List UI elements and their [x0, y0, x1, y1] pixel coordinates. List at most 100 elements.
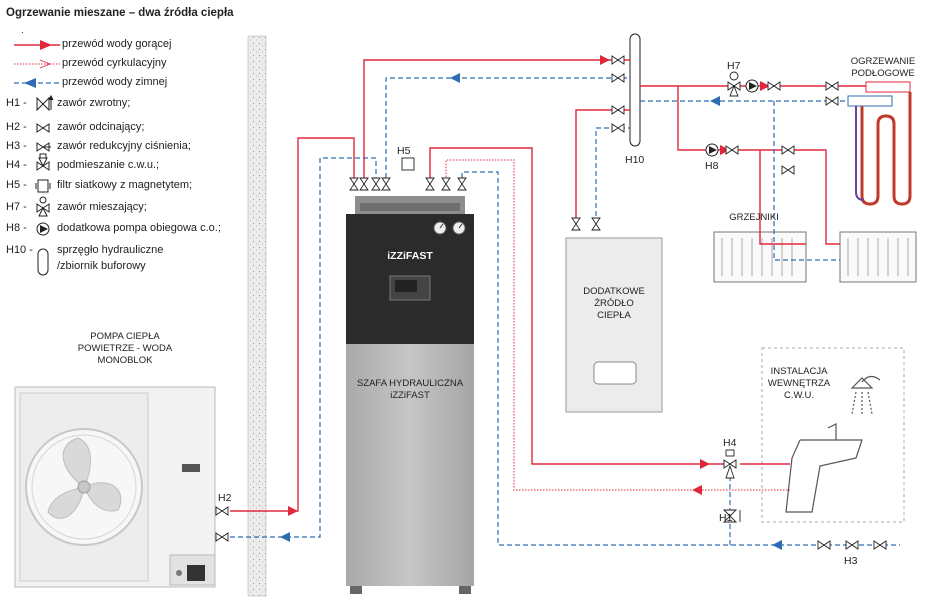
cabinet-label-2: iZZiFAST	[390, 390, 430, 401]
floor-heating-label-1: OGRZEWANIE	[850, 56, 916, 67]
shutoff-valve-h2-supply	[215, 506, 229, 516]
shutoff-valve-rad-b	[781, 145, 795, 155]
legend-cold-label: przewód wody zimnej	[62, 76, 168, 88]
radiator-left	[713, 231, 807, 283]
legend-text-h8: dodatkowa pompa obiegowa c.o.;	[57, 222, 221, 234]
dhw-label: INSTALACJA WEWNĘTRZA C.W.U.	[766, 366, 832, 402]
shutoff-valve-floor-b	[825, 81, 839, 91]
shutoff-valve-h3-b	[873, 540, 887, 550]
dhw-circulation-pipe	[445, 159, 790, 495]
radiators-label: GRZEJNIKI	[729, 212, 779, 223]
dhw-mixer-icon	[36, 153, 50, 171]
code-h1: H1	[719, 512, 733, 524]
legend-code-h1: H1 -	[6, 97, 27, 109]
legend-text-h10b: /zbiornik buforowy	[57, 260, 146, 272]
legend-circ-label: przewód cyrkulacyjny	[62, 57, 167, 69]
pump-h8	[705, 143, 719, 157]
dhw-label-2: WEWNĘTRZA	[767, 378, 831, 389]
shutoff-valve-2	[359, 177, 369, 191]
shutoff-valve-h2-return	[215, 532, 229, 542]
brand-logo: iZZiFAST	[387, 250, 433, 262]
code-h8: H8	[705, 160, 719, 172]
heat-pump-label-2: POWIETRZE - WODA	[77, 343, 173, 354]
extra-source-return-pipe	[595, 127, 630, 224]
mixing-valve-h7	[727, 71, 741, 97]
legend-text-h2: zawór odcinający;	[57, 121, 145, 133]
heat-pump-unit	[14, 386, 216, 588]
sink-icon	[785, 423, 863, 513]
legend-code-h3: H3 -	[6, 140, 27, 152]
heating-return-pipe	[385, 73, 630, 186]
shutoff-valve-icon	[36, 123, 50, 133]
shutoff-valve-h10-b	[611, 73, 625, 83]
shower-icon	[850, 375, 881, 416]
pump-h7	[745, 79, 759, 93]
wall	[247, 35, 267, 597]
shutoff-valve-extra-b	[591, 217, 601, 231]
shutoff-valve-1	[349, 177, 359, 191]
check-valve-icon	[36, 94, 54, 112]
shutoff-valve-4	[381, 177, 391, 191]
pump-supply-pipe	[230, 137, 355, 516]
legend-text-h3: zawór redukcyjny ciśnienia;	[57, 140, 191, 152]
buffer-tank-icon	[37, 248, 49, 276]
radiator-arrow	[720, 145, 730, 155]
filter-h5	[401, 157, 415, 171]
legend-code-h4: H4 -	[6, 159, 27, 171]
bullet-mark: .	[21, 25, 24, 36]
legend-code-h10: H10 -	[6, 244, 33, 256]
legend-circ-line	[14, 59, 60, 69]
dhw-label-3: C.W.U.	[783, 390, 815, 401]
legend-text-h7: zawór mieszający;	[57, 201, 147, 213]
shutoff-valve-5	[425, 177, 435, 191]
extra-source-label-1: DODATKOWE	[583, 286, 645, 297]
check-valve-h1	[722, 509, 741, 523]
shutoff-valve-7	[457, 177, 467, 191]
cabinet-label: SZAFA HYDRAULICZNA iZZiFAST	[346, 378, 474, 402]
extra-source-label-3: CIEPŁA	[597, 310, 631, 321]
shutoff-valve-3	[371, 177, 381, 191]
code-h7: H7	[727, 60, 741, 72]
shutoff-valve-rad-a	[725, 145, 739, 155]
pump-return-pipe	[230, 157, 377, 542]
radiator-return-pipe	[773, 101, 840, 261]
hydraulic-separator	[629, 33, 641, 147]
heat-pump-label-3: MONOBLOK	[97, 355, 153, 366]
legend-hot-label: przewód wody gorącej	[62, 38, 172, 50]
radiator-right	[839, 231, 917, 283]
legend-text-h5: filtr siatkowy z magnetytem;	[57, 179, 193, 191]
shutoff-valve-6	[441, 177, 451, 191]
diagram-title: Ogrzewanie mieszane – dwa źródła ciepła	[6, 7, 234, 19]
floor-heating-label-2: PODŁOGOWE	[851, 68, 915, 79]
shutoff-valve-rad-c	[781, 165, 795, 175]
shutoff-valve-floor-a	[767, 81, 781, 91]
dhw-cold-pipe	[461, 171, 900, 550]
dhw-mixer-h4	[723, 449, 737, 479]
heating-supply-pipe	[363, 55, 630, 186]
filter-icon	[35, 179, 51, 193]
shutoff-valve-h10-d	[611, 123, 625, 133]
legend-hot-line	[14, 40, 60, 50]
extra-heat-source	[565, 237, 663, 413]
cabinet-label-1: SZAFA HYDRAULICZNA	[356, 378, 464, 389]
extra-source-label: DODATKOWE ŹRÓDŁO CIEPŁA	[566, 286, 662, 322]
shutoff-valve-extra-a	[571, 217, 581, 231]
dhw-hot-pipe	[429, 147, 730, 469]
radiator-supply-pipe-2	[759, 150, 806, 245]
legend-code-h8: H8 -	[6, 222, 27, 234]
code-h5: H5	[397, 145, 411, 157]
floor-heating-coil	[847, 81, 912, 206]
radiator-supply-pipe	[677, 86, 840, 245]
code-h4: H4	[723, 437, 737, 449]
legend-text-h10: sprzęgło hydrauliczne	[57, 244, 164, 256]
mixing-valve-icon	[36, 196, 50, 217]
code-h3: H3	[844, 555, 858, 567]
legend-code-h7: H7 -	[6, 201, 27, 213]
extra-source-label-2: ŹRÓDŁO	[594, 298, 634, 309]
legend-text-h1: zawór zwrotny;	[57, 97, 131, 109]
legend-code-h2: H2 -	[6, 121, 27, 133]
heat-pump-label: POMPA CIEPŁA POWIETRZE - WODA MONOBLOK	[60, 331, 190, 367]
code-h2: H2	[218, 492, 232, 504]
code-h10: H10	[625, 154, 645, 166]
